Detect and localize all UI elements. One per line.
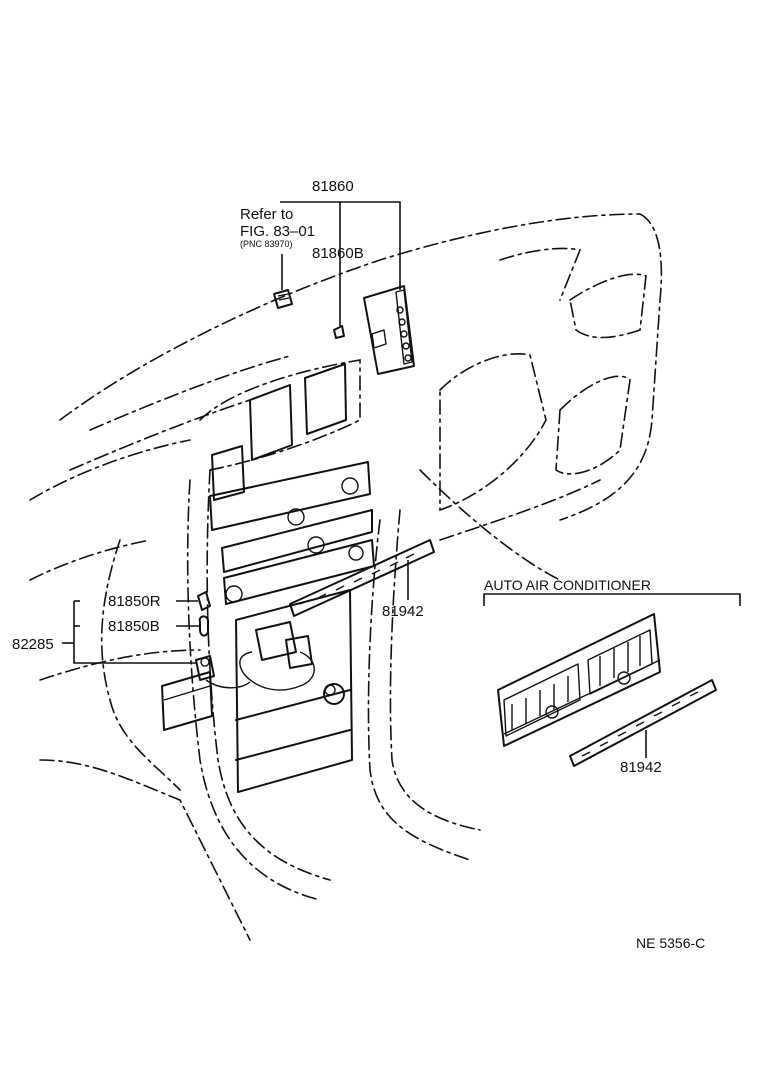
bulb-81850b (198, 615, 209, 637)
label-81942-inset: 81942 (620, 759, 662, 776)
wiring-harness (205, 621, 315, 691)
label-81850r: 81850R (108, 593, 161, 610)
center-stack (161, 363, 435, 793)
bulb-81860b (333, 325, 345, 339)
bulb-81850r (197, 591, 211, 611)
auto-ac-inset (497, 613, 717, 767)
leader-lines (62, 201, 741, 758)
clip-83970 (273, 289, 293, 309)
dashboard-outline (29, 213, 663, 941)
label-pnc-ref: (PNC 83970) (240, 239, 293, 249)
label-diagram-code: NE 5356-C (636, 935, 705, 951)
label-81942-main: 81942 (382, 603, 424, 620)
label-81850b: 81850B (108, 618, 160, 635)
label-81860b: 81860B (312, 245, 364, 262)
label-81860: 81860 (312, 178, 354, 195)
label-82285: 82285 (12, 636, 54, 653)
label-auto-ac-title: AUTO AIR CONDITIONER (484, 577, 651, 593)
label-fig-ref: FIG. 83–01 (240, 223, 315, 240)
label-refer-to: Refer to (240, 206, 293, 223)
socket-82285 (195, 655, 215, 681)
switch-81860 (363, 285, 415, 375)
